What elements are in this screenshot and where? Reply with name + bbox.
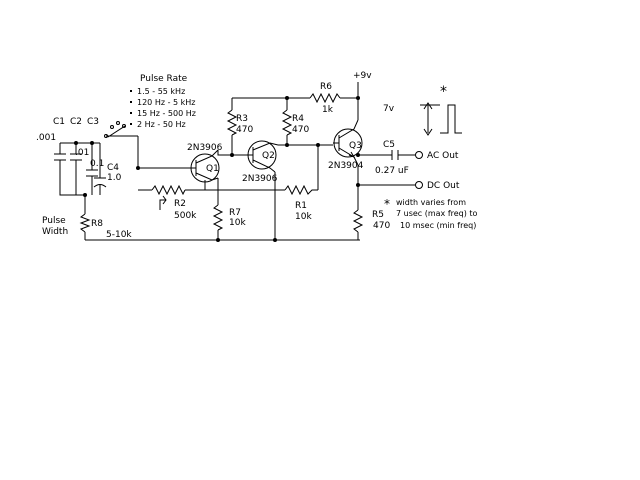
pulse-width-label-1: Pulse: [42, 216, 66, 226]
r3-value: 470: [236, 125, 253, 135]
wires: [59, 82, 462, 241]
r2-name: R2: [174, 199, 186, 209]
pulse-width-label-2: Width: [42, 227, 68, 237]
ac-out-terminal[interactable]: [415, 151, 423, 159]
c1-value: .001: [36, 133, 56, 143]
resistor-r2: [151, 184, 186, 210]
supply-label: +9v: [353, 71, 372, 81]
capacitor-c5: [391, 150, 399, 160]
pulse-rate-range-2: 120 Hz - 5 kHz: [137, 98, 195, 107]
r8-value: 5-10k: [106, 230, 132, 240]
resistor-r7: [212, 204, 224, 231]
resistor-r4: [281, 109, 293, 136]
resistor-r1: [284, 184, 318, 196]
dc-out-terminal[interactable]: [415, 181, 423, 189]
note-line-1: width varies from: [396, 198, 466, 207]
c2-name: C2: [70, 117, 82, 127]
resistor-r5: [352, 209, 364, 233]
c4-name: C4: [107, 163, 119, 173]
q2-type: 2N3906: [242, 174, 278, 184]
ac-out-label: AC Out: [427, 151, 459, 161]
capacitor-c3: [86, 169, 98, 177]
dc-out-label: DC Out: [427, 181, 460, 191]
c4-value: 1.0: [107, 173, 122, 183]
switch-contacts: [104, 121, 126, 138]
pulse-rate-range-4: 2 Hz - 50 Hz: [137, 120, 186, 129]
r1-value: 10k: [295, 212, 312, 222]
r4-name: R4: [292, 114, 304, 124]
q2-name: Q2: [262, 151, 275, 161]
c3-value: 0.1: [90, 159, 104, 169]
waveform-asterisk: *: [440, 84, 447, 100]
capacitor-c1: [54, 153, 66, 161]
c5-name: C5: [383, 140, 395, 150]
r6-name: R6: [320, 82, 332, 92]
c5-value: 0.27 uF: [375, 166, 409, 176]
r6-value: 1k: [322, 105, 334, 115]
note-line-3: 10 msec (min freq): [400, 221, 476, 230]
resistor-r8: [79, 213, 91, 233]
c1-name: C1: [53, 117, 65, 127]
pulse-rate-legend: Pulse Rate 1.5 - 55 kHz 120 Hz - 5 kHz 1…: [130, 74, 196, 129]
r2-value: 500k: [174, 211, 197, 221]
rotary-switch-arm: [107, 125, 126, 138]
note-line-2: 7 usec (max freq) to: [396, 209, 478, 218]
resistor-r6: [309, 92, 341, 104]
r8-name: R8: [91, 219, 103, 229]
pulse-waveform: [440, 104, 462, 134]
transistor-q2: [247, 140, 279, 173]
r5-value: 470: [373, 221, 390, 231]
transistor-q1: [188, 149, 220, 183]
pulse-rate-title: Pulse Rate: [140, 74, 188, 84]
r4-value: 470: [292, 125, 309, 135]
note-asterisk: *: [384, 197, 390, 211]
junction-dots: [74, 96, 360, 242]
r3-name: R3: [236, 114, 248, 124]
r7-value: 10k: [229, 218, 246, 228]
c3-name: C3: [87, 117, 99, 127]
transistor-q3: [333, 119, 363, 166]
q3-type: 2N3904: [328, 161, 364, 171]
amplitude-label: 7v: [383, 104, 395, 114]
q3-name: Q3: [349, 141, 362, 151]
r5-name: R5: [372, 210, 384, 220]
pulse-rate-range-3: 15 Hz - 500 Hz: [137, 109, 196, 118]
pulse-rate-range-1: 1.5 - 55 kHz: [137, 87, 185, 96]
c2-value: .01: [75, 148, 89, 158]
component-labels: C1 C2 C3 .001 .01 0.1 C4 1.0 C5 0.27 uF …: [36, 71, 478, 240]
q1-type: 2N3906: [187, 143, 223, 153]
capacitor-c4: [93, 177, 107, 188]
r7-name: R7: [229, 208, 241, 218]
capacitor-c2: [70, 153, 82, 161]
r1-name: R1: [295, 201, 307, 211]
q1-name: Q1: [206, 164, 219, 174]
resistor-r3: [226, 109, 238, 136]
